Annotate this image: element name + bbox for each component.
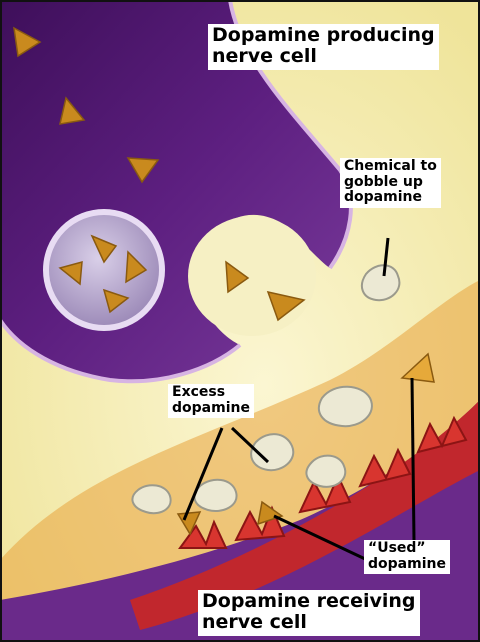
pointer-used-1: [412, 378, 414, 540]
label-producing-cell: Dopamine producing nerve cell: [208, 24, 439, 70]
label-chemical: Chemical to gobble up dopamine: [340, 158, 441, 208]
label-excess-dopamine: Excess dopamine: [168, 384, 254, 418]
label-used-dopamine: “Used” dopamine: [364, 540, 450, 574]
release-opening: [188, 216, 316, 336]
label-receiving-cell: Dopamine receiving nerve cell: [198, 590, 420, 636]
